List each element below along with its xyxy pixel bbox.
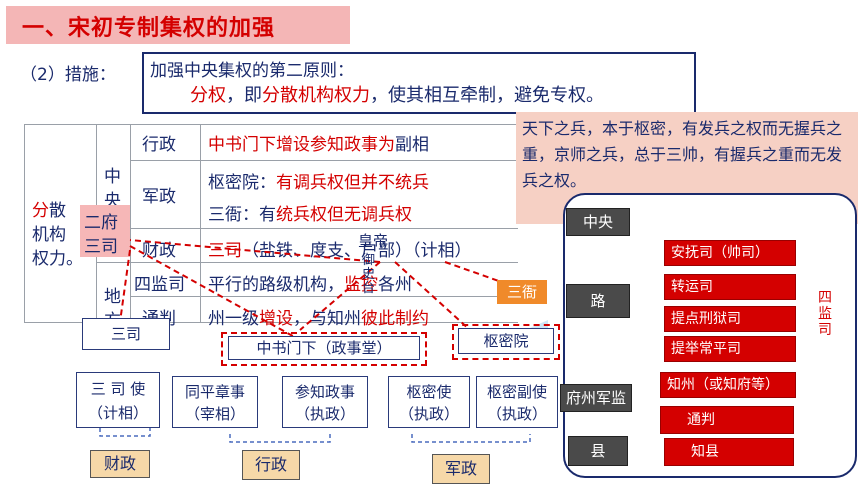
- row-label-circuit: 四监司: [134, 275, 185, 295]
- row-label-military: 军政: [142, 187, 176, 207]
- flow-tongpan: 通判: [660, 406, 794, 434]
- page-title: 一、宋初专制集权的加强: [22, 16, 276, 41]
- tag-finance: 财政: [90, 450, 150, 478]
- sanya-tag: 三衙: [497, 280, 547, 304]
- row-military-content: 枢密院：有调兵权但并不统兵: [208, 173, 429, 193]
- zhongshu-box: 中书门下（政事堂）: [228, 336, 420, 360]
- left-label-line1: 分散: [32, 196, 66, 221]
- sansi-label: 三司: [84, 237, 118, 257]
- emperor-label: 皇帝: [358, 232, 389, 250]
- flow-zhuanyun: 转运司: [664, 274, 796, 300]
- flow-fuzhoujunjian: 府州军监: [560, 384, 632, 412]
- flow-sijiansi: 四 监 司: [818, 290, 832, 338]
- yushitai-label: 御 史 台: [362, 253, 376, 296]
- tag-military: 军政: [432, 454, 490, 484]
- flow-tiju: 提举常平司: [664, 336, 796, 362]
- flow-zhixian: 知县: [664, 438, 794, 466]
- left-label-fen: 分: [32, 201, 49, 221]
- sansi-shi-box: 三 司 使 （计相）: [76, 372, 160, 428]
- principle-line2: 分权，即分散机构权力，使其相互牵制，避免专权。: [190, 81, 604, 107]
- row-sanya-content: 三衙：有统兵权但无调兵权: [208, 205, 412, 225]
- quote-text: 天下之兵，本于枢密，有发兵之权而无握兵之重，京师之兵，总于三帅，有握兵之重而无发…: [522, 119, 843, 190]
- row-finance-content: 三司（盐铁、度支、户部）（计相）: [208, 241, 472, 261]
- flow-lu: 路: [566, 284, 630, 318]
- shumi-shi-box: 枢密使 （执政）: [388, 376, 470, 428]
- principle-box: [142, 52, 696, 114]
- principle-fensan: 分散机构权力: [262, 85, 370, 106]
- erfu-sansi-box: [80, 205, 130, 257]
- left-label-line2: 机构: [32, 225, 66, 245]
- tongping-box: 同平章事 （宰相）: [172, 376, 258, 428]
- left-label-san: 散: [49, 201, 66, 221]
- flow-zhizhou: 知州（或知府等）: [660, 372, 796, 398]
- group-central-1: 中: [104, 167, 121, 187]
- principle-fenquan: 分权: [190, 85, 226, 106]
- shumiyuan-box: 枢密院: [458, 328, 554, 354]
- shumiyuan-dashed: [452, 324, 560, 360]
- row-label-finance: 财政: [142, 241, 176, 261]
- flow-xian: 县: [568, 436, 628, 466]
- row-admin-content: 中书门下增设参知政事为副相: [208, 135, 429, 155]
- principle-line1: 加强中央集权的第二原则：: [150, 61, 354, 81]
- erfu-label: 二府: [84, 213, 118, 233]
- tag-admin: 行政: [242, 450, 300, 480]
- zhongshu-dashed: [221, 332, 427, 366]
- left-label-line3: 权力。: [32, 249, 83, 269]
- canzhi-box: 参知政事 （执政）: [282, 376, 368, 428]
- measures-label: （2）措施：: [20, 65, 116, 85]
- flow-central: 中央: [566, 208, 630, 236]
- row-circuit-content: 平行的路级机构，监控各州: [208, 275, 412, 295]
- flow-anfu: 安抚司（帅司）: [664, 240, 796, 266]
- principle-ji: ，即: [226, 85, 262, 106]
- shumi-fushi-box: 枢密副使 （执政）: [476, 376, 558, 428]
- sansi-box: 三司: [82, 318, 170, 350]
- group-local-1: 地: [104, 287, 121, 307]
- principle-rest: ，使其相互牵制，避免专权。: [370, 85, 604, 106]
- title-banner: [6, 6, 350, 44]
- row-label-admin: 行政: [142, 135, 176, 155]
- row-tongpan-content: 州一级增设，与知州彼此制约: [208, 309, 429, 329]
- flow-tidian: 提点刑狱司: [664, 306, 796, 332]
